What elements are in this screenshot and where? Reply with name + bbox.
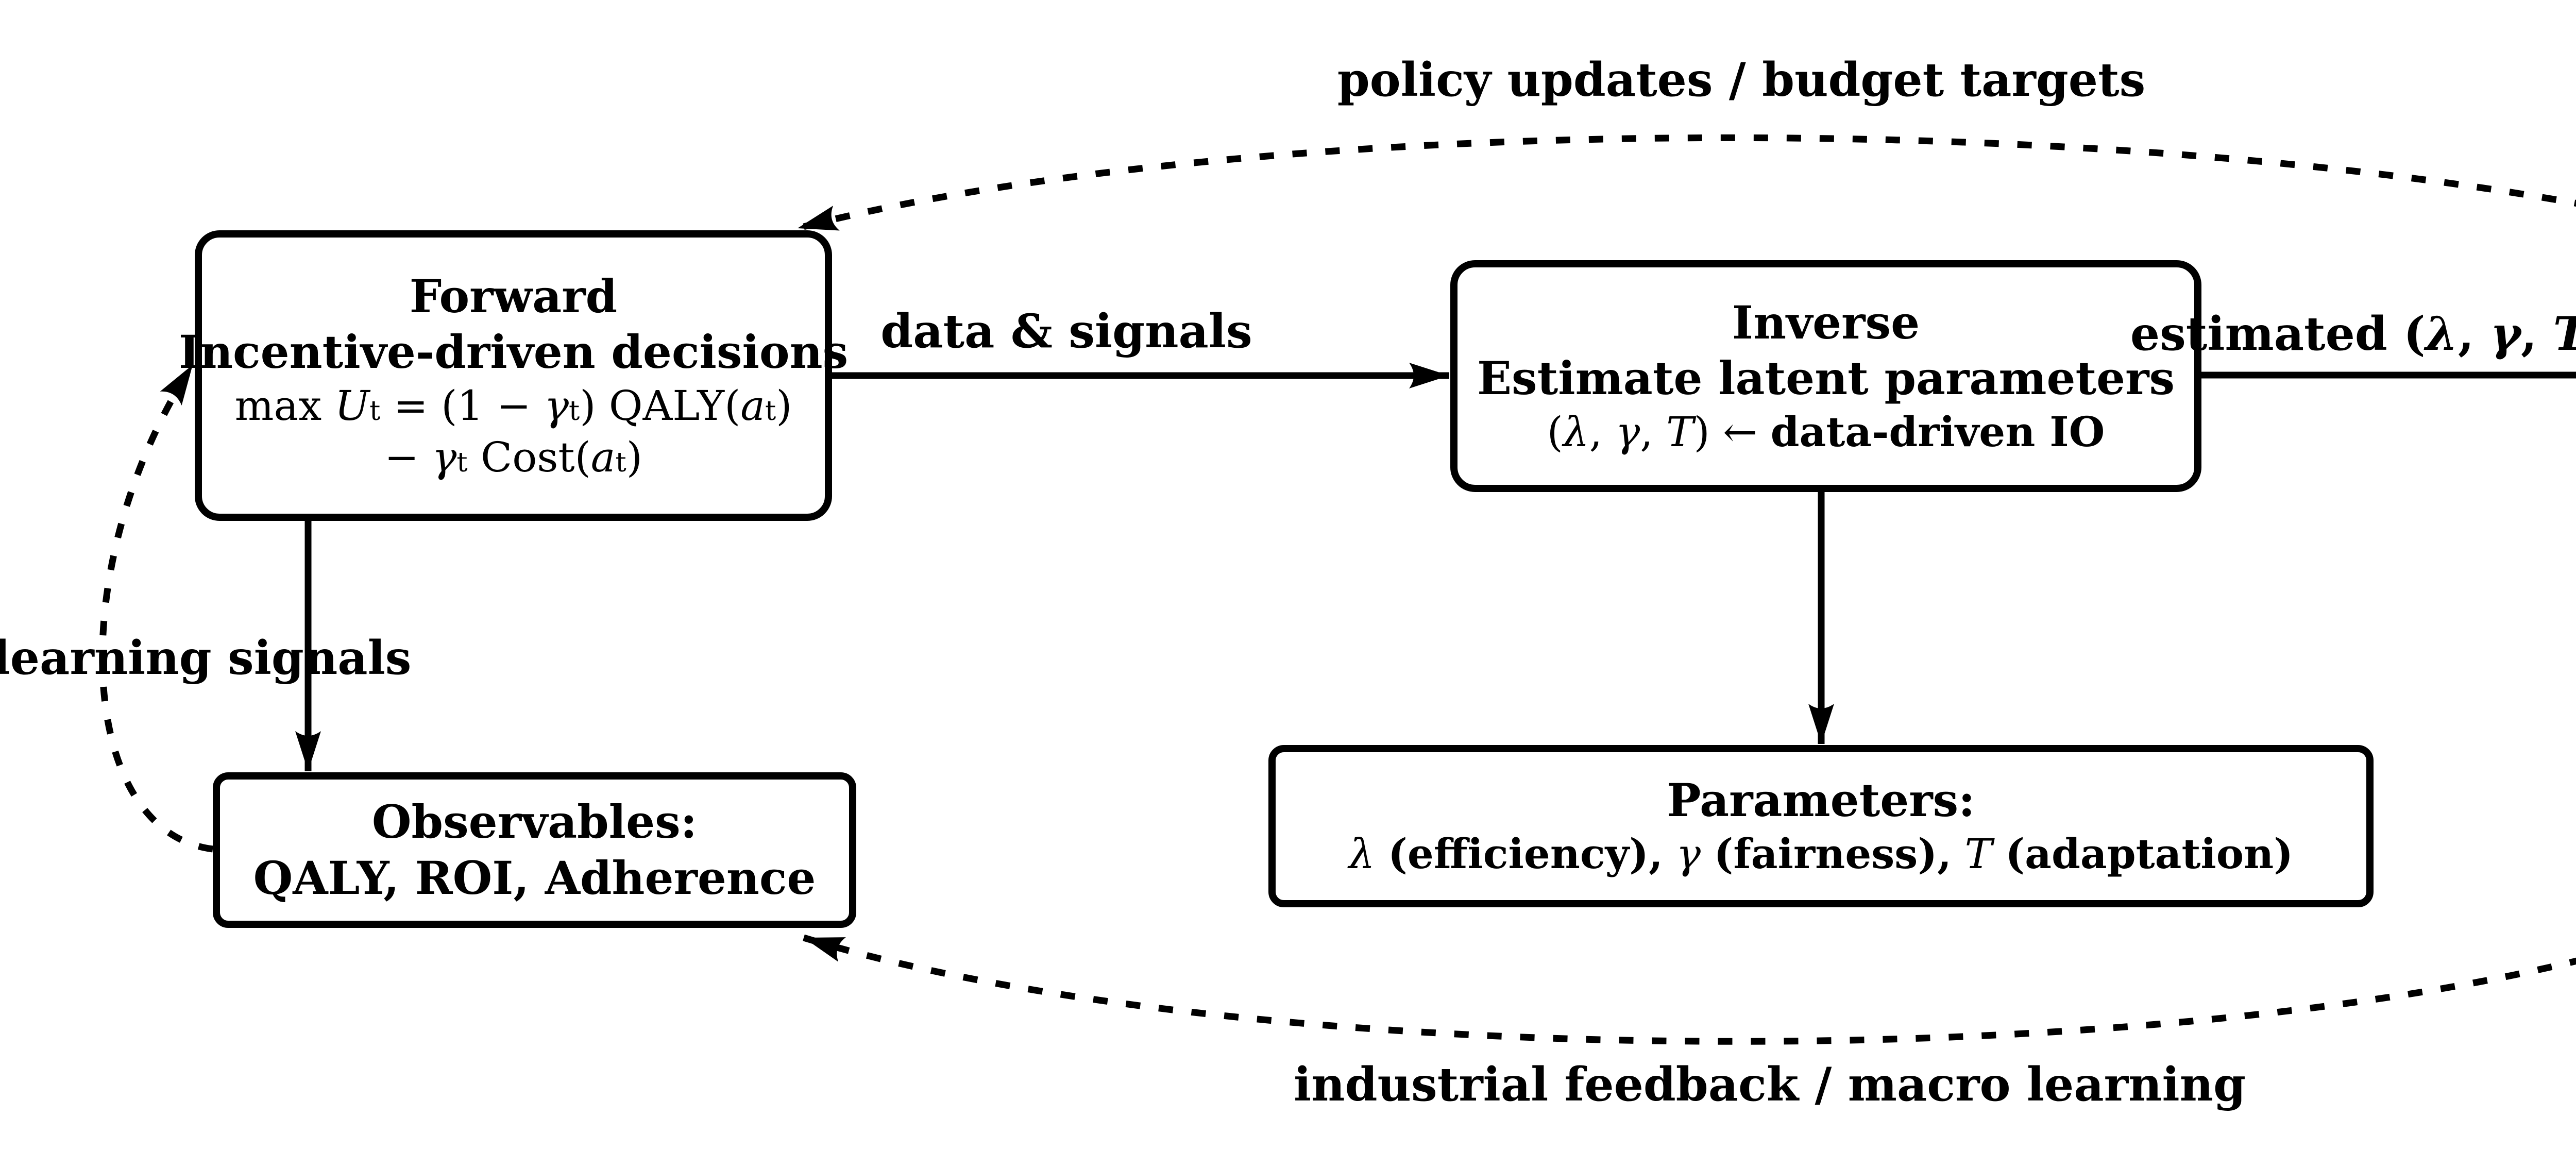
edge-label-industrial-feedback: industrial feedback / macro learning [1293,1057,2246,1112]
dashed-arrow-policy-updates [796,134,2576,232]
node-forward-equation-line2: − γt Cost(at) [384,433,642,481]
edge-label-estimated-params: estimated (λ, γ, T) [2130,307,2576,361]
node-observables-items: QALY, ROI, Adherence [253,851,816,905]
dashed-arrow-industrial-feedback [803,934,2576,1045]
node-parameters: Parameters: λ (efficiency), γ (fairness)… [1268,745,2374,907]
edge-label-data-signals: data & signals [880,304,1252,359]
node-inverse: Inverse Estimate latent parameters (λ, γ… [1450,260,2201,492]
node-observables-title: Observables: [371,795,698,849]
node-inverse-equation: (λ, γ, T) ← data-driven IO [1547,407,2105,456]
node-inverse-subtitle: Estimate latent parameters [1477,351,2175,405]
edge-label-policy-updates: policy updates / budget targets [1337,53,2146,107]
node-forward-equation-line1: max Ut = (1 − γt) QALY(at) [234,381,792,430]
node-observables: Observables: QALY, ROI, Adherence [213,772,856,928]
node-forward-title: Forward [409,269,618,323]
edge-label-learning-signals: learning signals [0,631,412,685]
node-parameters-title: Parameters: [1667,773,1975,827]
node-inverse-title: Inverse [1732,295,1920,349]
node-forward: Forward Incentive-driven decisions max U… [179,230,848,521]
node-forward-subtitle: Incentive-driven decisions [178,325,849,379]
node-parameters-items: λ (efficiency), γ (fairness), T (adaptat… [1348,829,2294,878]
